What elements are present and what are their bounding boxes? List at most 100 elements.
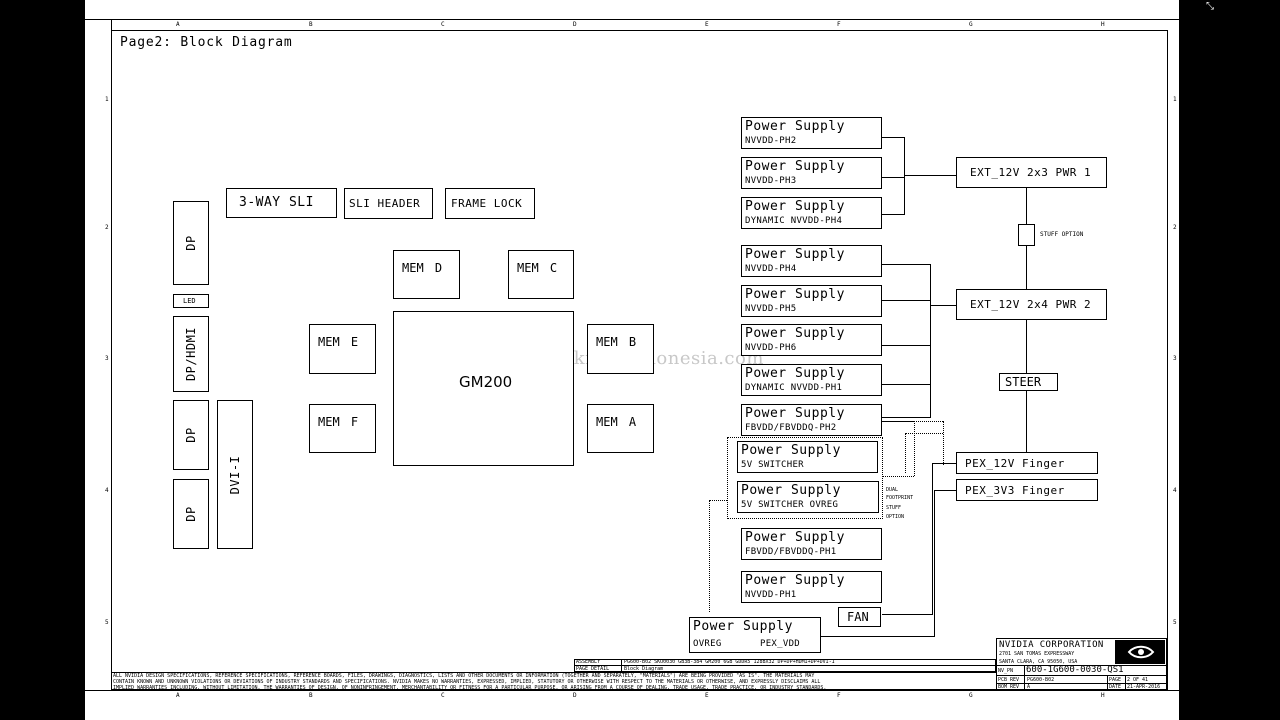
wire: [932, 463, 933, 615]
company-name: NVIDIA CORPORATION: [999, 640, 1104, 650]
dual-footprint-group: [727, 437, 883, 519]
power-supply-nvvdd-ph5: Power Supply NVVDD-PH5: [741, 285, 882, 317]
wire: [1026, 391, 1027, 452]
wire: [882, 614, 933, 615]
assembly-line: [621, 659, 622, 672]
frame-lock-box: FRAME LOCK: [445, 188, 535, 219]
disclaimer-line-3: IMPLIED WARRANTIES INCLUDING, WITHOUT LI…: [113, 685, 827, 691]
three-way-sli-box: 3-WAY SLI: [226, 188, 337, 218]
col-label-d: D: [573, 21, 577, 28]
nv-pn-value: 600-1G600-0030-QS1: [1026, 665, 1124, 675]
wire: [904, 137, 905, 215]
ps-title: Power Supply: [745, 247, 845, 262]
mem-a-label: MEM A: [596, 415, 637, 429]
pcb-rev-label: PCB REV: [998, 677, 1020, 683]
col-label-c-bottom: C: [441, 692, 445, 699]
wire: [882, 264, 930, 265]
wire: [1026, 320, 1027, 373]
dvi-connector: DVI-I: [217, 400, 253, 549]
dotted-wire: [882, 421, 943, 422]
col-label-c: C: [441, 21, 445, 28]
ps-subtitle: NVVDD-PH3: [745, 176, 797, 186]
close-icon[interactable]: ⤡: [1206, 1, 1214, 12]
pex-12v-finger-box: PEX_12V Finger: [956, 452, 1098, 474]
dotted-wire: [883, 476, 914, 477]
ps-subtitle: NVVDD-PH1: [745, 590, 797, 600]
ps-subtitle: 5V SWITCHER: [741, 460, 804, 470]
dotted-wire: [905, 433, 943, 434]
wire: [882, 137, 904, 138]
dp-hdmi-label: DP/HDMI: [184, 326, 198, 382]
wire: [930, 305, 956, 306]
gpu-box: GM200: [393, 311, 574, 466]
col-label-g: G: [969, 21, 973, 28]
ps-title: Power Supply: [741, 443, 841, 458]
assembly-value: PG600-B02 SKU0030 GB3B-384 GM200 6GB GDD…: [624, 659, 835, 665]
stuff-option-box: [1018, 224, 1035, 246]
border-divider: [111, 19, 112, 30]
row-label-5-right: 5: [1173, 619, 1177, 626]
mem-e-box: MEM E: [309, 324, 376, 374]
sli-header-box: SLI HEADER: [344, 188, 433, 219]
mem-c-label: MEM C: [517, 261, 558, 275]
row-label-3: 3: [105, 355, 109, 362]
col-label-a: A: [176, 21, 180, 28]
wire: [1026, 188, 1027, 224]
schematic-sheet: A B C D E F G H A B C D E F G H 1 2 3 4 …: [85, 0, 1179, 720]
power-supply-nvvdd-ph1: Power Supply NVVDD-PH1: [741, 571, 882, 603]
dual-footprint-note-4: OPTION: [886, 514, 905, 520]
row-label-2-right: 2: [1173, 224, 1177, 231]
ps-subtitle-pex-vdd: PEX_VDD: [760, 639, 801, 649]
col-label-f-bottom: F: [837, 692, 841, 699]
power-supply-dynamic-nvvdd-ph1: Power Supply DYNAMIC NVVDD-PH1: [741, 364, 882, 396]
row-label-4-right: 4: [1173, 487, 1177, 494]
power-supply-5v-switcher: Power Supply 5V SWITCHER: [737, 441, 878, 473]
wire: [932, 463, 956, 464]
mem-b-label: MEM B: [596, 335, 637, 349]
title-block-line: [996, 665, 1167, 666]
steer-box: STEER: [999, 373, 1058, 391]
gpu-label: GM200: [459, 373, 513, 391]
ps-title: Power Supply: [745, 119, 845, 134]
ps-title: Power Supply: [745, 326, 845, 341]
dp-connector-2-label: DP: [184, 427, 198, 443]
disclaimer-line: [111, 672, 996, 673]
pex-12v-finger-label: PEX_12V Finger: [965, 457, 1065, 470]
company-address-2: SANTA CLARA, CA 95050, USA: [999, 659, 1078, 665]
col-label-a-bottom: A: [176, 692, 180, 699]
bom-rev-label: BOM REV: [998, 684, 1020, 690]
title-block-line: [996, 683, 1167, 684]
power-supply-5v-switcher-ovreg: Power Supply 5V SWITCHER OVREG: [737, 481, 879, 513]
dp-connector-3: DP: [173, 479, 209, 549]
mem-d-box: MEM D: [393, 250, 460, 299]
wire: [882, 300, 930, 301]
ext-12v-pwr2-box: EXT_12V 2x4 PWR 2: [956, 289, 1107, 320]
disclaimer-line-2: CONTAIN KNOWN AND UNKNOWN VIOLATIONS OR …: [113, 679, 821, 685]
fan-box: FAN: [838, 607, 881, 627]
row-label-1: 1: [105, 96, 109, 103]
col-label-h-bottom: H: [1101, 692, 1105, 699]
drawing-frame: [111, 30, 1168, 690]
ps-title: Power Supply: [745, 530, 845, 545]
mem-d-label: MEM D: [402, 261, 443, 275]
ext-12v-pwr1-box: EXT_12V 2x3 PWR 1: [956, 157, 1107, 188]
dual-footprint-note-1: DUAL: [886, 487, 899, 493]
disclaimer-line-1: ALL NVIDIA DESIGN SPECIFICATIONS, REFERE…: [113, 673, 815, 679]
title-block-line: [1107, 675, 1108, 690]
bom-rev-value: A: [1027, 684, 1031, 690]
col-label-e: E: [705, 21, 709, 28]
col-label-g-bottom: G: [969, 692, 973, 699]
dotted-wire: [943, 421, 944, 465]
power-supply-nvvdd-ph4: Power Supply NVVDD-PH4: [741, 245, 882, 277]
page-label: PAGE: [1109, 677, 1122, 683]
mem-c-box: MEM C: [508, 250, 574, 299]
wire: [882, 345, 930, 346]
nvidia-logo-icon: [1115, 640, 1165, 664]
ps-title: Power Supply: [741, 483, 841, 498]
dp-connector-2: DP: [173, 400, 209, 470]
power-supply-nvvdd-ph6: Power Supply NVVDD-PH6: [741, 324, 882, 356]
wire: [930, 264, 931, 418]
power-supply-dynamic-nvvdd-ph4: Power Supply DYNAMIC NVVDD-PH4: [741, 197, 882, 229]
power-supply-nvvdd-ph3: Power Supply NVVDD-PH3: [741, 157, 882, 189]
ps-title: Power Supply: [745, 199, 845, 214]
